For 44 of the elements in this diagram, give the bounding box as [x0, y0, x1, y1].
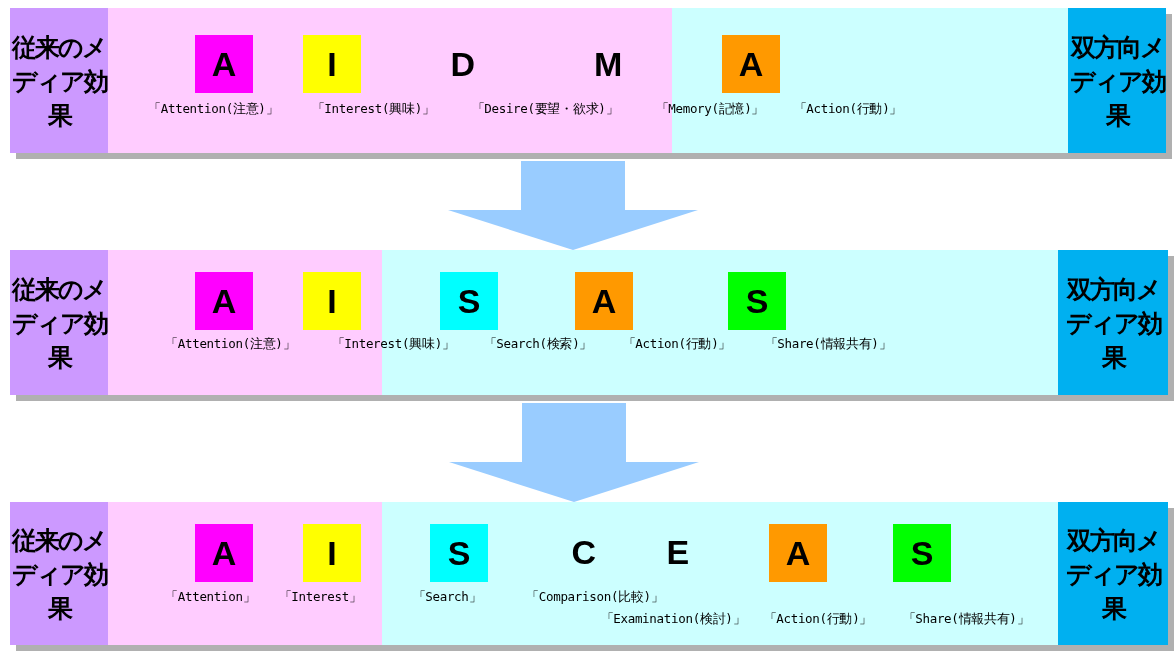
stage-letter: C	[571, 533, 597, 572]
phase-zone	[108, 502, 382, 645]
stage-letter: D	[450, 45, 476, 84]
letter-box: A	[195, 524, 253, 582]
letter-box: S	[728, 272, 786, 330]
stage-caption: 「Action(行動)」	[622, 336, 732, 353]
letter-box: A	[575, 272, 633, 330]
stage-letter: M	[594, 45, 623, 84]
media-effect-box: 従来のメディア効果	[10, 8, 108, 153]
stage-caption: 「Action(行動)」	[763, 611, 873, 628]
stage-caption: 「Attention」	[165, 589, 256, 606]
media-effect-box: 双方向メディア効果	[1058, 250, 1168, 395]
media-effect-box: 従来のメディア効果	[10, 502, 108, 645]
stage-caption: 「Attention(注意)」	[148, 101, 279, 118]
media-effect-box: 双方向メディア効果	[1068, 8, 1166, 153]
stage-caption: 「Attention(注意)」	[165, 336, 296, 353]
stage-caption: 「Share(情報共有)」	[764, 336, 892, 353]
letter-box: S	[440, 272, 498, 330]
stage-caption: 「Memory(記憶)」	[655, 101, 765, 118]
stage-letter: E	[666, 533, 690, 572]
stage-caption: 「Interest(興味)」	[311, 101, 435, 118]
phase-zone	[382, 502, 1058, 645]
letter-box: S	[430, 524, 488, 582]
stage-caption: 「Interest(興味)」	[331, 336, 455, 353]
letter-box: S	[893, 524, 951, 582]
stage-caption: 「Search」	[412, 589, 482, 606]
stage-caption: 「Examination(検討)」	[600, 611, 746, 628]
stage-caption: 「Interest」	[278, 589, 362, 606]
block-arrow	[448, 161, 698, 250]
block-arrow	[449, 403, 699, 502]
stage-caption: 「Comparison(比較)」	[526, 589, 664, 606]
letter-box: I	[303, 35, 361, 93]
stage-caption: 「Search(検索)」	[483, 336, 593, 353]
letter-box: I	[303, 524, 361, 582]
stage-caption: 「Share(情報共有)」	[902, 611, 1030, 628]
stage-caption: 「Action(行動)」	[793, 101, 903, 118]
letter-box: A	[769, 524, 827, 582]
letter-box: A	[722, 35, 780, 93]
media-effect-box: 従来のメディア効果	[10, 250, 108, 395]
letter-box: I	[303, 272, 361, 330]
letter-box: A	[195, 272, 253, 330]
media-effect-box: 双方向メディア効果	[1058, 502, 1168, 645]
stage-caption: 「Desire(要望・欲求)」	[471, 101, 619, 118]
letter-box: A	[195, 35, 253, 93]
